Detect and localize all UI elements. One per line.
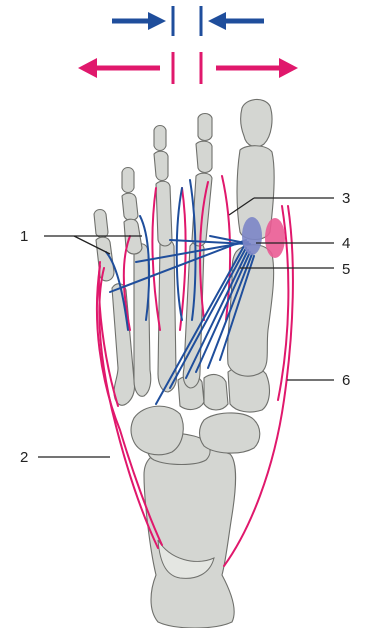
label-4: 4 — [342, 235, 350, 252]
abductor-insertion-pad — [265, 218, 285, 258]
label-5: 5 — [342, 261, 350, 278]
adductor-insertion-pad — [242, 217, 262, 255]
label-6: 6 — [342, 372, 350, 389]
label-1: 1 — [20, 228, 28, 245]
label-2: 2 — [20, 449, 28, 466]
label-3: 3 — [342, 190, 350, 207]
abduction-arrows-icon — [78, 52, 298, 84]
adduction-arrows-icon — [112, 6, 264, 36]
